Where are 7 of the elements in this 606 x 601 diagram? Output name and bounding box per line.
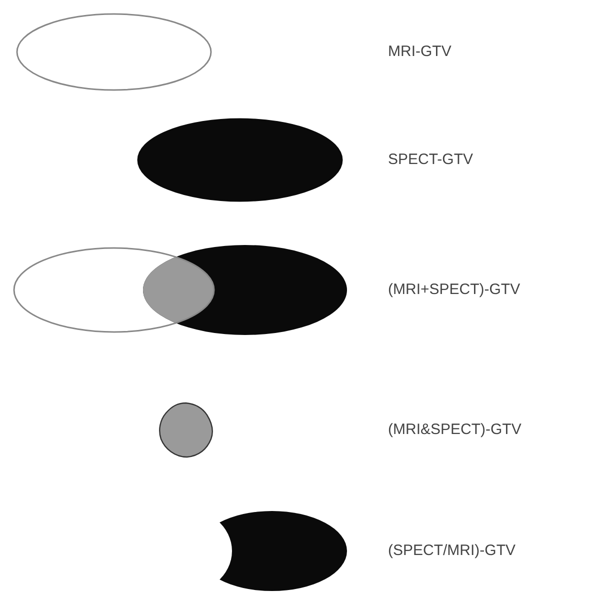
shape-label: SPECT-GTV [388,152,474,167]
overlapping-ellipses [13,243,349,337]
ellipse-shape [136,117,344,203]
rounded-blob-shape [157,401,215,459]
shape-label: MRI-GTV [388,44,452,59]
shape-label: (MRI&SPECT)-GTV [388,422,522,437]
ellipse-shape [15,12,213,92]
